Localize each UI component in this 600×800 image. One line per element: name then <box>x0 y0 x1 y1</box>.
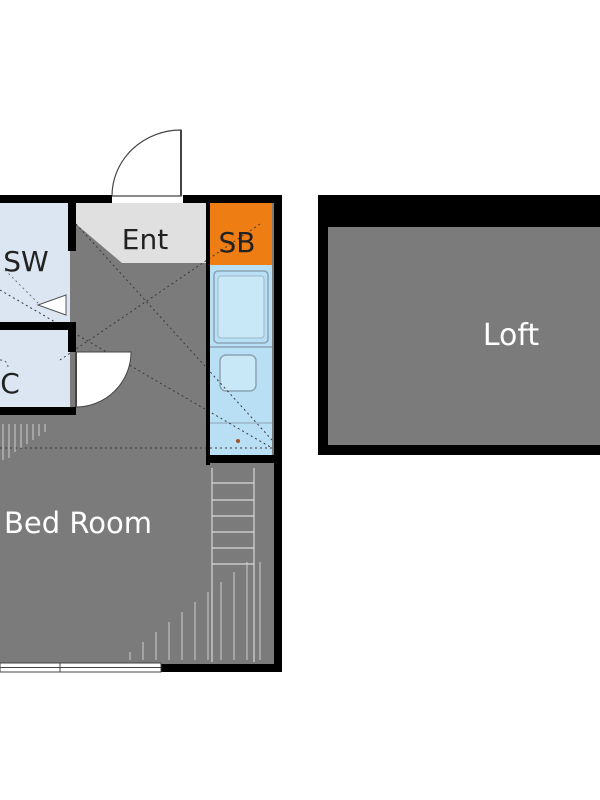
entrance-door-swing <box>111 129 182 197</box>
bed-room-label: Bed Room <box>4 506 152 540</box>
walls <box>0 195 282 672</box>
closet-door-swing <box>75 351 132 408</box>
shoe-box-label: SB <box>219 226 256 259</box>
loft: Loft <box>318 195 600 455</box>
shoe-box <box>210 203 272 265</box>
closet-hanger-dash <box>0 359 9 369</box>
sw-door-dash <box>4 269 41 306</box>
entrance-floor <box>76 203 210 263</box>
sw-door <box>36 294 67 316</box>
entrance-label: Ent <box>122 223 168 256</box>
main-unit: Ent SB SW C Bed Room <box>0 129 282 673</box>
bathtub-inner <box>217 275 265 339</box>
sink-basin <box>219 354 257 392</box>
slope-hatch-bottom <box>129 562 261 660</box>
loft-floor <box>328 227 600 445</box>
closet-area <box>0 328 70 410</box>
slope-hatch-top <box>2 424 46 460</box>
loft-outline-dashes <box>0 223 273 449</box>
loft-label: Loft <box>483 318 540 353</box>
closet-label: C <box>0 367 20 400</box>
sink-washer-label: SW <box>3 245 48 278</box>
stove-dot <box>236 439 240 443</box>
balcony-window <box>0 662 162 673</box>
